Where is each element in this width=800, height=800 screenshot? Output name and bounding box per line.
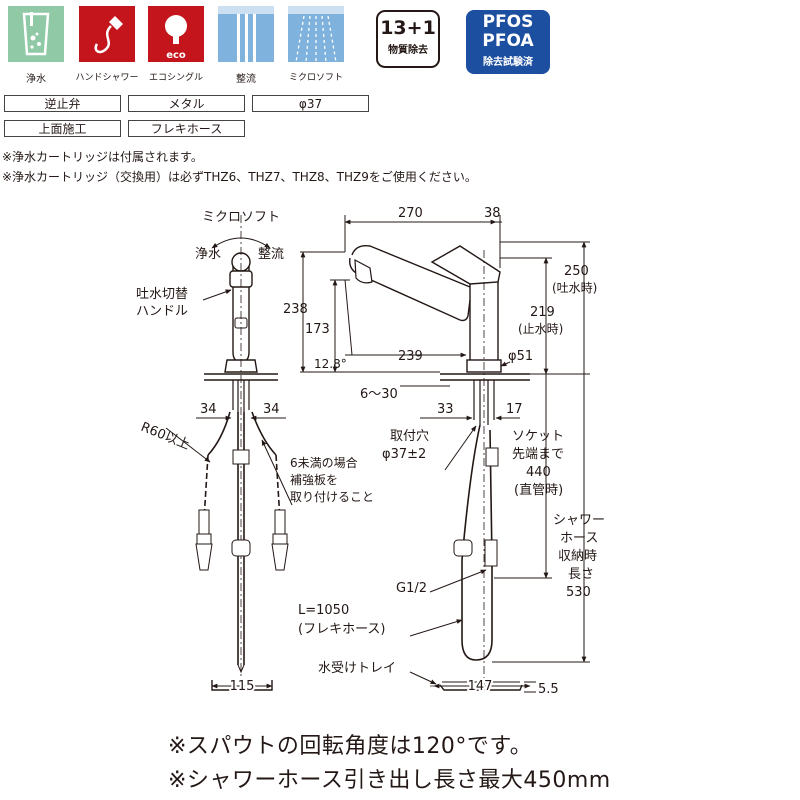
note-cartridge-included: ※浄水カートリッジは付属されます。 xyxy=(2,150,203,164)
hand-shower-icon xyxy=(79,6,135,62)
removal-badge: 13+1 物質除去 xyxy=(376,10,440,68)
dim-front-right: 34 xyxy=(263,402,280,417)
dim-front-left: 34 xyxy=(200,402,217,417)
laminar-flow-icon xyxy=(218,6,274,62)
pfos-badge: PFOS PFOA 除去試験済 xyxy=(466,10,550,74)
dim-33: 33 xyxy=(437,402,454,417)
thread-size: G1/2 xyxy=(396,581,427,596)
mount-hole-diameter: φ37±2 xyxy=(382,447,426,462)
dim-38: 38 xyxy=(484,206,501,221)
spec-deck-mount: 上面施工 xyxy=(4,120,121,137)
dim-219-note: (止水時) xyxy=(518,322,563,336)
plate-note-1: 6未満の場合 xyxy=(290,455,358,470)
dim-173: 173 xyxy=(305,322,330,337)
handle-label-1: 吐水切替 xyxy=(136,287,188,302)
tray-height: 5.5 xyxy=(538,682,559,697)
right-mode-label: 整流 xyxy=(258,247,284,262)
dim-250: 250 xyxy=(564,264,589,279)
radius-label: R60以上 xyxy=(139,420,192,453)
spec-metal: メタル xyxy=(128,95,245,112)
note-spout-rotation: ※スパウトの回転角度は120°です。 xyxy=(168,734,533,759)
hose-label-2: ホース xyxy=(560,531,598,546)
left-mode-label: 浄水 xyxy=(195,247,221,262)
flex-length: L=1050 xyxy=(298,603,349,618)
spec-flex-hose: フレキホース xyxy=(128,120,245,137)
spray-mode-label: ミクロソフト xyxy=(202,210,280,225)
feature-label-eco-single: エコシングル xyxy=(148,73,203,83)
faucet-dimension-drawing: ミクロソフト 浄水 整流 吐水切替 ハンドル 34 34 R60以上 6未満の場… xyxy=(136,206,605,697)
dia-51: φ51 xyxy=(508,349,533,364)
feature-label-laminar: 整流 xyxy=(236,74,256,85)
dim-239: 239 xyxy=(398,349,423,364)
handle-label-2: ハンドル xyxy=(136,304,188,319)
micro-soft-spray-icon xyxy=(288,6,344,63)
removal-badge-sub: 物質除去 xyxy=(388,45,428,56)
spec-diameter: φ37 xyxy=(252,95,369,112)
feature-label-water: 浄水 xyxy=(26,74,46,85)
hose-length: 530 xyxy=(566,585,591,600)
plate-note-3: 取り付けること xyxy=(290,490,374,504)
front-view-faucet xyxy=(165,215,293,691)
dim-17: 17 xyxy=(506,402,523,417)
socket-label-2: 先端まで xyxy=(512,447,564,462)
eco-text: eco xyxy=(166,50,186,61)
note-hose-extension: ※シャワーホース引き出し長さ最大450mm xyxy=(168,768,611,793)
spec-check-valve: 逆止弁 xyxy=(4,95,121,112)
socket-length: 440 xyxy=(526,465,551,480)
dim-219: 219 xyxy=(530,305,555,320)
feature-label-hand-shower: ハンドシャワー xyxy=(75,73,139,83)
removal-badge-title: 13+1 xyxy=(380,17,436,39)
feature-label-micro-soft: ミクロソフト xyxy=(288,73,343,83)
note-cartridge-replacement: ※浄水カートリッジ（交換用）は必ずTHZ6、THZ7、THZ8、THZ9をご使用… xyxy=(2,170,477,184)
flex-name: (フレキホース) xyxy=(298,622,386,637)
tray-label: 水受けトレイ xyxy=(318,661,396,676)
base-width-label: 115 xyxy=(230,679,255,694)
pfos-badge-sub: 除去試験済 xyxy=(483,57,533,68)
pfos-badge-line2: PFOA xyxy=(482,31,534,51)
water-glass-icon xyxy=(8,6,64,62)
dim-250-note: (吐水時) xyxy=(552,281,597,295)
pfos-badge-line1: PFOS xyxy=(482,12,534,32)
hose-label-4: 長さ xyxy=(568,567,594,582)
tray-width: 147 xyxy=(468,679,493,694)
side-view-faucet xyxy=(300,215,590,693)
plate-note-2: 補強板を xyxy=(290,473,338,487)
angle-label: 12.8° xyxy=(314,357,347,371)
hose-label-3: 収納時 xyxy=(558,549,597,564)
dim-270: 270 xyxy=(398,206,423,221)
socket-label-4: (直管時) xyxy=(514,483,563,498)
deck-thickness: 6～30 xyxy=(360,387,398,402)
socket-label-1: ソケット xyxy=(512,429,564,444)
mount-hole-label: 取付穴 xyxy=(390,429,429,444)
dim-238: 238 xyxy=(283,302,308,317)
hose-label-1: シャワー xyxy=(553,513,605,528)
eco-single-lever-icon: eco xyxy=(148,6,204,62)
